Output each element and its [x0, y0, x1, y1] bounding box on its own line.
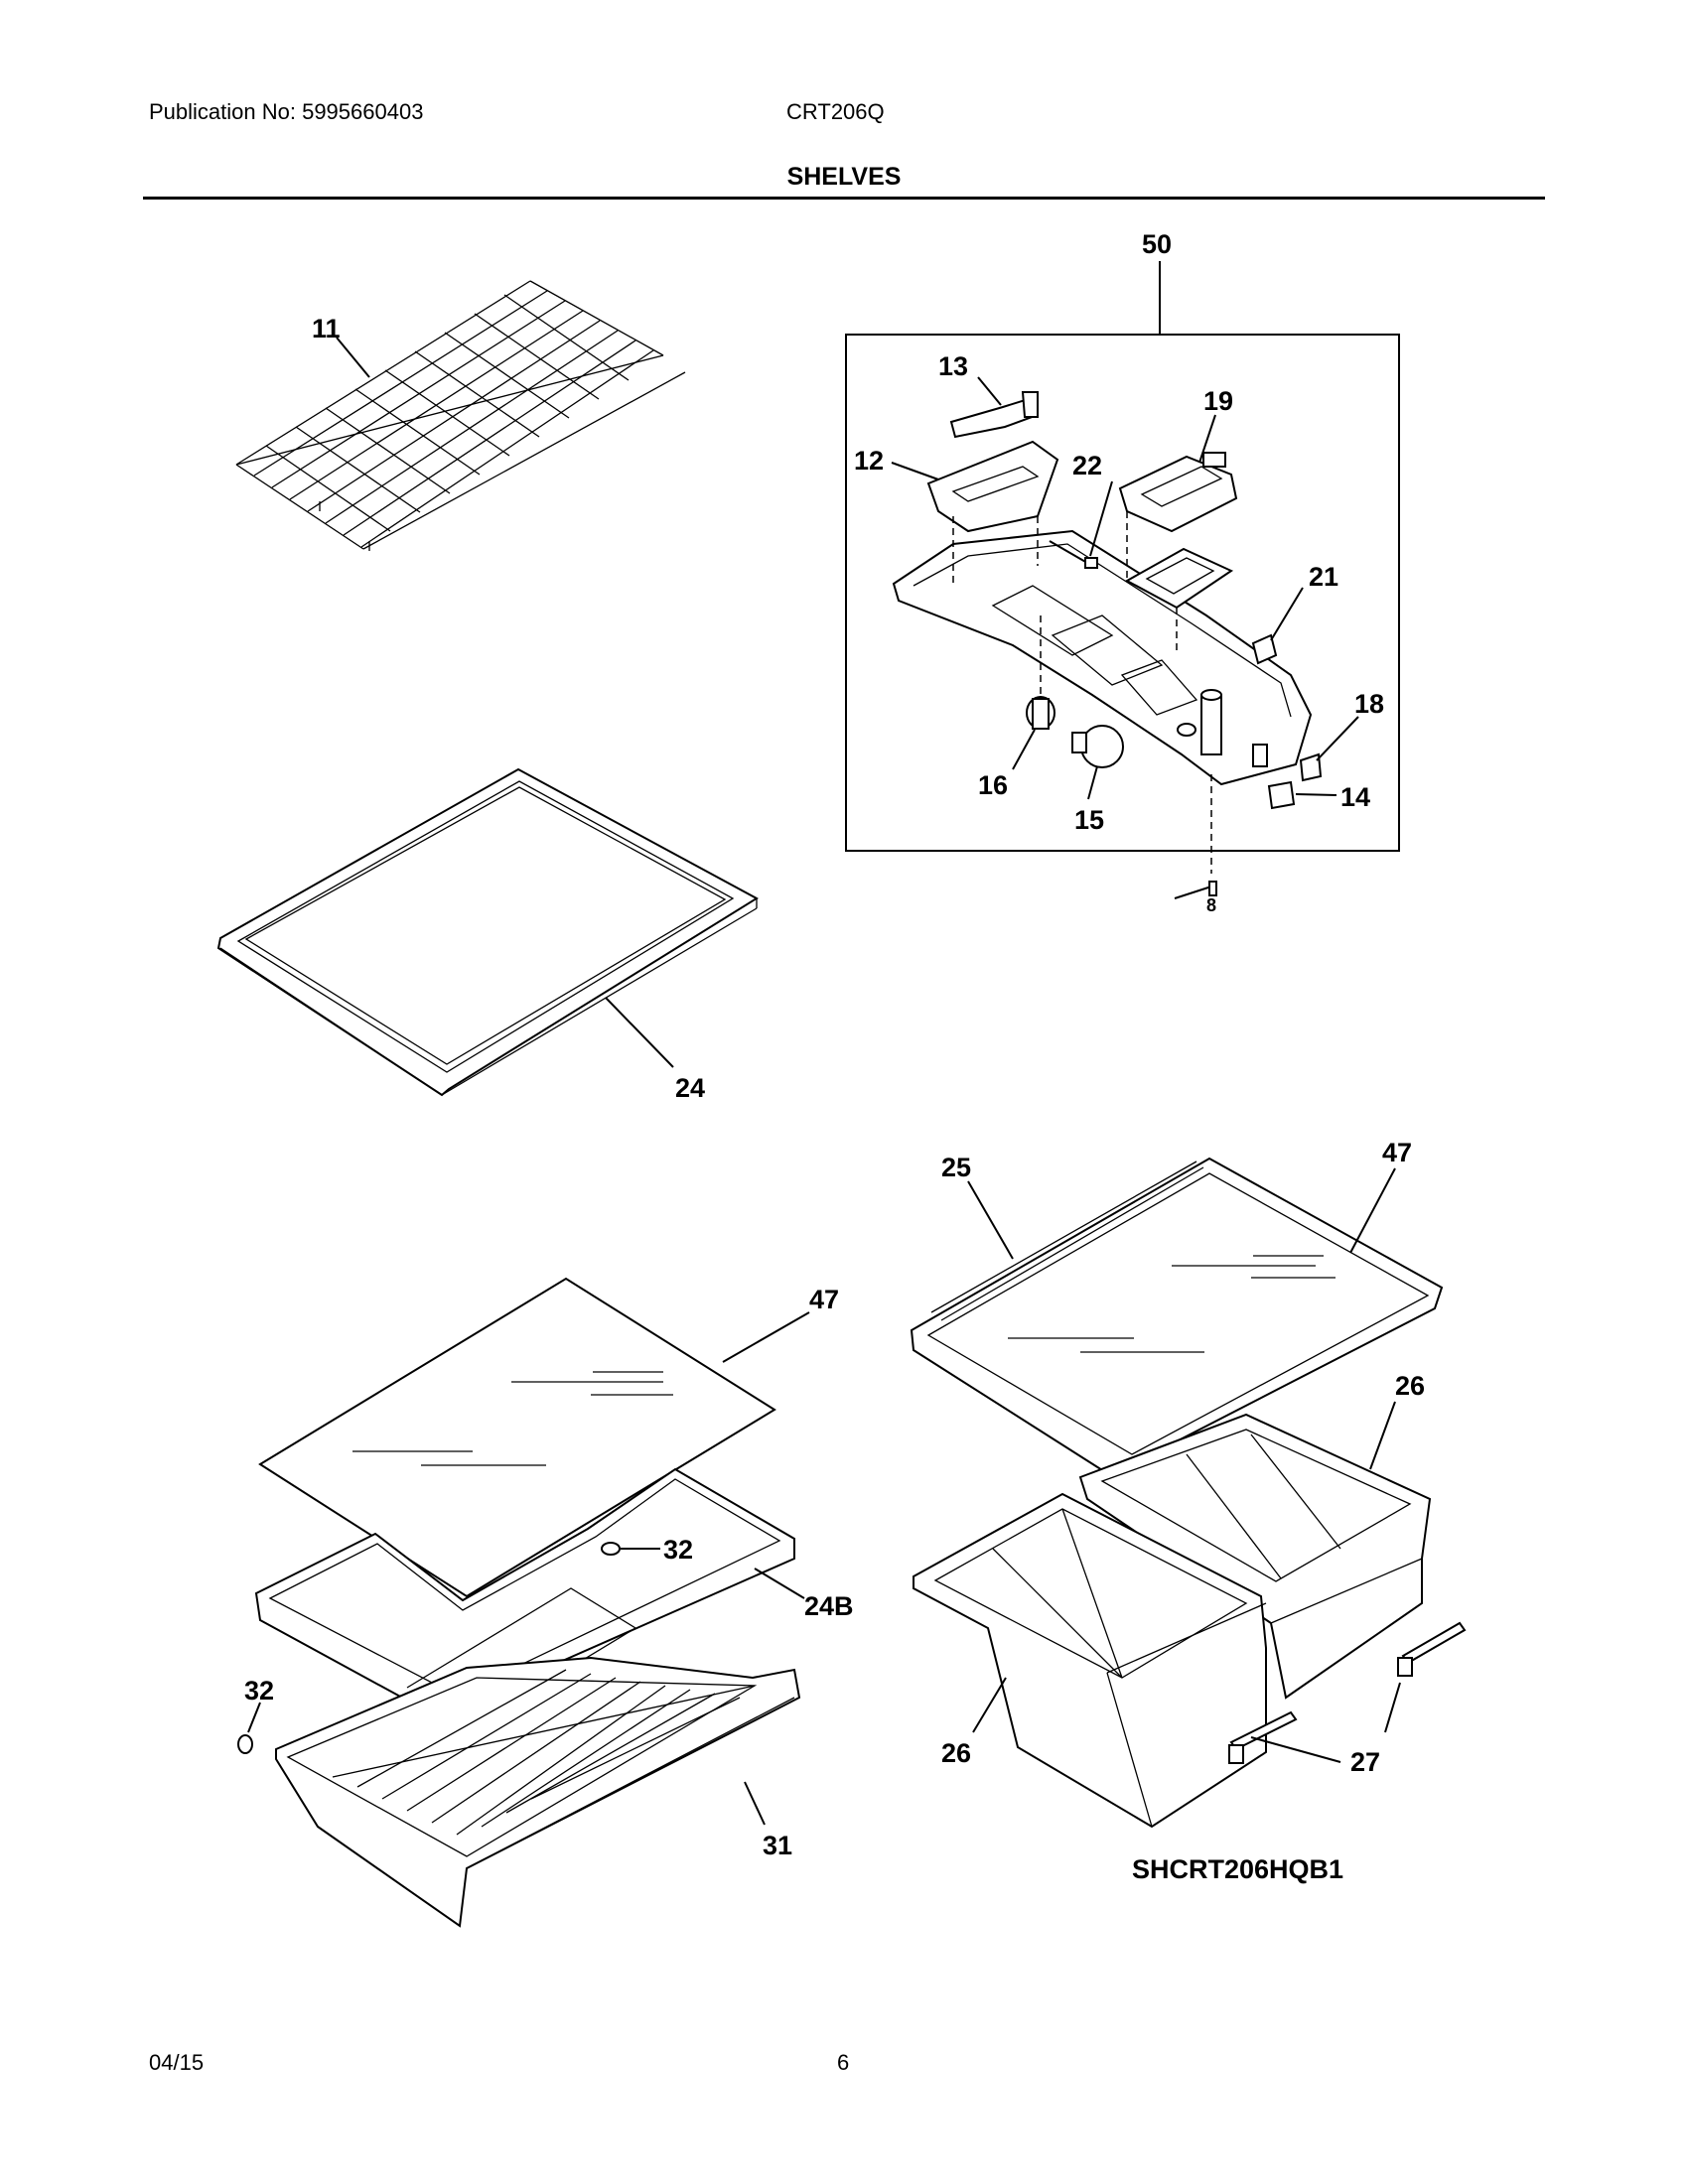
drawer-pad-part — [237, 1734, 253, 1754]
callout-24b: 24B — [804, 1591, 854, 1621]
control-module-part — [1118, 452, 1238, 533]
callout-19: 19 — [1203, 386, 1233, 416]
callout-14: 14 — [1340, 782, 1370, 812]
deli-cover-part — [910, 1157, 1444, 1491]
footer-page-number: 6 — [837, 2050, 850, 2075]
callout-47-right: 47 — [1382, 1138, 1412, 1167]
callout-27: 27 — [1350, 1747, 1380, 1777]
rocker-switch-part — [1267, 780, 1296, 810]
callout-47-left: 47 — [809, 1285, 839, 1314]
callout-21: 21 — [1309, 562, 1338, 592]
control-box-housing-part — [892, 529, 1313, 786]
model-number: CRT206Q — [786, 99, 885, 124]
crisper-drawer-part — [275, 1656, 801, 1928]
callout-26-right: 26 — [1395, 1371, 1425, 1401]
footer-date: 04/15 — [149, 2050, 205, 2075]
bracket-part — [1251, 633, 1278, 665]
light-socket-part — [1026, 696, 1055, 730]
crisper-slide-part — [1228, 1621, 1467, 1764]
header-divider — [143, 197, 1545, 200]
callout-32-left: 32 — [244, 1676, 274, 1706]
screw-part — [1174, 881, 1217, 899]
sensor-part — [1049, 540, 1098, 569]
callout-16: 16 — [978, 770, 1008, 800]
light-bulb-part — [1071, 725, 1124, 768]
callout-13: 13 — [938, 351, 968, 381]
callout-22: 22 — [1072, 451, 1102, 480]
publication-number: Publication No: 5995660403 — [149, 99, 424, 124]
callout-50: 50 — [1142, 229, 1172, 259]
callout-25: 25 — [941, 1153, 971, 1182]
callout-15: 15 — [1074, 805, 1104, 835]
control-box-frame — [845, 334, 1400, 852]
crisper-pad-part — [601, 1542, 621, 1556]
control-board-part — [1124, 547, 1234, 610]
callout-12: 12 — [854, 446, 884, 476]
callout-31: 31 — [763, 1831, 792, 1860]
callout-8: 8 — [1206, 895, 1216, 915]
callout-24: 24 — [675, 1073, 705, 1103]
callout-11: 11 — [312, 314, 341, 343]
callout-26-left: 26 — [941, 1738, 971, 1768]
door-switch-part — [1299, 752, 1323, 782]
diagram-code: SHCRT206HQB1 — [1132, 1854, 1344, 1884]
callout-18: 18 — [1354, 689, 1384, 719]
glass-shelf-part — [216, 767, 759, 1097]
cover-clip-part — [949, 391, 1040, 439]
wire-shelf-part — [235, 280, 686, 551]
section-title: SHELVES — [786, 163, 902, 191]
crisper-bin-front-part — [913, 1492, 1267, 1829]
callout-32-top: 32 — [663, 1535, 693, 1565]
